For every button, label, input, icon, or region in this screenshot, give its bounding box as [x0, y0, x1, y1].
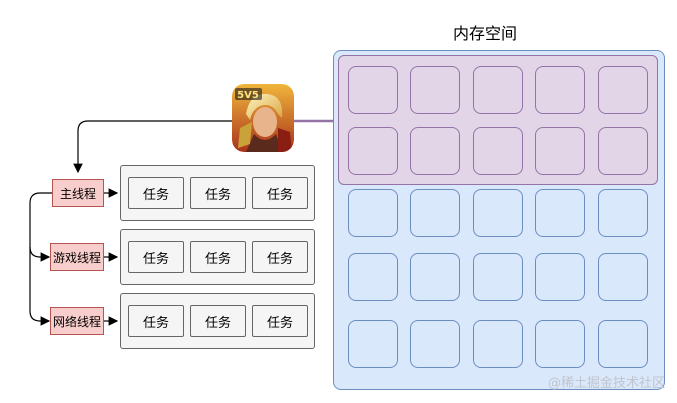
free-memory-cell [535, 189, 585, 237]
allocated-memory-cell [535, 127, 585, 175]
allocated-memory-cell [535, 66, 585, 114]
task-item: 任务 [252, 241, 308, 273]
thread-network: 网络线程 [50, 307, 104, 335]
game-app-icon[interactable]: 5V5 [232, 84, 294, 152]
allocated-memory-cell [598, 127, 648, 175]
icon-to-main-thread-arrow [73, 120, 232, 174]
free-memory-cell [410, 189, 460, 237]
free-memory-cell [598, 320, 648, 368]
task-item: 任务 [128, 241, 184, 273]
task-item: 任务 [252, 177, 308, 209]
free-memory-cell [535, 320, 585, 368]
task-item: 任务 [252, 305, 308, 337]
free-memory-cell [598, 253, 648, 301]
allocated-memory-cell [348, 127, 398, 175]
free-memory-cell [410, 253, 460, 301]
allocated-memory-cell [473, 127, 523, 175]
task-item: 任务 [190, 177, 246, 209]
allocated-memory-cell [410, 127, 460, 175]
allocated-memory-cell [598, 66, 648, 114]
app-badge-text: 5V5 [237, 90, 259, 101]
free-memory-cell [598, 189, 648, 237]
free-memory-cell [473, 320, 523, 368]
task-item: 任务 [128, 177, 184, 209]
thread-game: 游戏线程 [50, 243, 104, 271]
free-memory-cell [410, 320, 460, 368]
watermark: @稀土掘金技术社区 [547, 376, 665, 391]
task-item: 任务 [190, 305, 246, 337]
free-memory-cell [535, 253, 585, 301]
free-memory-cell [473, 253, 523, 301]
allocated-memory-cell [473, 66, 523, 114]
free-memory-cell [348, 253, 398, 301]
thread-branch-game [29, 192, 52, 262]
task-item: 任务 [190, 241, 246, 273]
free-memory-cell [348, 189, 398, 237]
free-memory-cell [473, 189, 523, 237]
free-memory-cell [348, 320, 398, 368]
thread-branch-network [29, 247, 51, 326]
thread-main: 主线程 [52, 179, 104, 207]
allocated-memory-cell [348, 66, 398, 114]
task-item: 任务 [128, 305, 184, 337]
allocated-memory-cell [410, 66, 460, 114]
memory-space-title: 内存空间 [452, 24, 517, 43]
